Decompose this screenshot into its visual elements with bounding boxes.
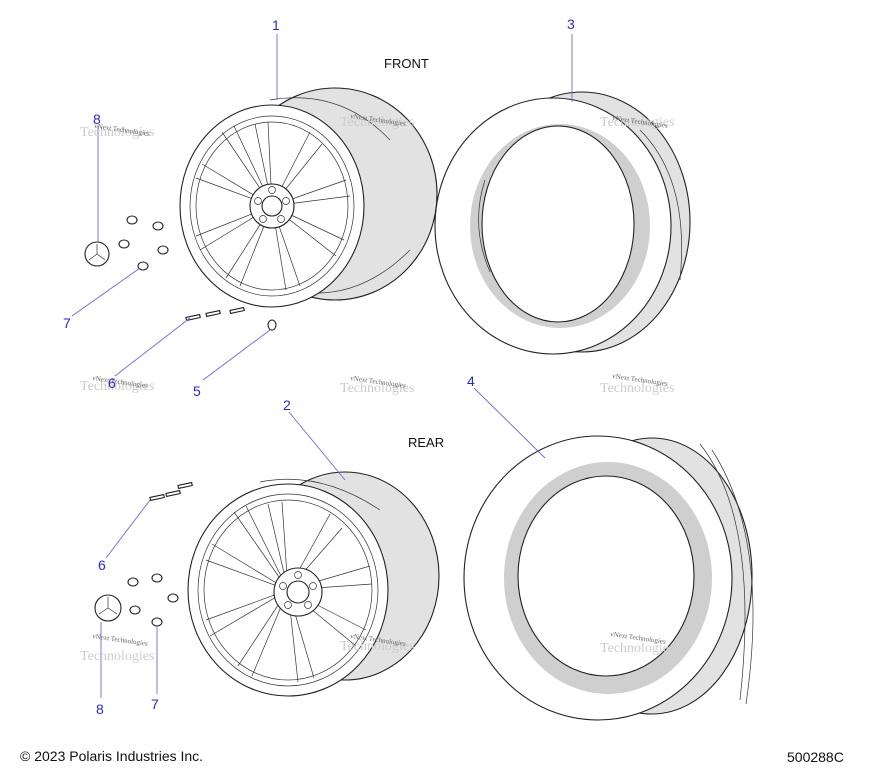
svg-text:Technologies: Technologies — [340, 381, 414, 396]
callout-4[interactable]: 4 — [467, 373, 475, 389]
svg-text:Technologies: Technologies — [340, 639, 414, 654]
front-valve-stem — [267, 319, 277, 331]
svg-text:Technologies: Technologies — [600, 641, 674, 656]
rear-tire — [463, 435, 754, 721]
front-tire — [434, 91, 691, 355]
rear-label: REAR — [408, 435, 444, 450]
callout-2[interactable]: 2 — [283, 397, 291, 413]
rear-balance-weights — [149, 481, 193, 502]
callout-6-rear[interactable]: 6 — [98, 557, 106, 573]
callout-6-front[interactable]: 6 — [108, 375, 116, 391]
callout-7-rear[interactable]: 7 — [151, 696, 159, 712]
front-balance-weights — [185, 306, 245, 322]
svg-text:Technologies: Technologies — [340, 115, 414, 130]
callout-3[interactable]: 3 — [567, 16, 575, 32]
front-center-cap — [84, 241, 110, 267]
callout-7-front[interactable]: 7 — [63, 315, 71, 331]
diagram-id: 500288C — [787, 749, 844, 765]
front-wheel-rim — [179, 87, 438, 308]
copyright-text: © 2023 Polaris Industries Inc. — [20, 748, 203, 764]
rear-wheel-rim — [187, 471, 440, 697]
front-label: FRONT — [384, 56, 429, 71]
callout-8-front[interactable]: 8 — [93, 111, 101, 127]
rear-center-cap — [94, 594, 122, 622]
watermark-text: vNext Technologies — [92, 632, 149, 648]
svg-text:Technologies: Technologies — [600, 115, 674, 130]
front-lug-nuts — [118, 215, 169, 271]
callout-5[interactable]: 5 — [193, 383, 201, 399]
leader-lines — [71, 34, 573, 698]
rear-lug-nuts — [127, 573, 179, 627]
callout-8-rear[interactable]: 8 — [96, 701, 104, 717]
callout-1[interactable]: 1 — [272, 17, 280, 33]
svg-text:Technologies: Technologies — [80, 649, 154, 664]
svg-text:Technologies: Technologies — [80, 379, 154, 394]
svg-text:Technologies: Technologies — [80, 125, 154, 140]
svg-text:Technologies: Technologies — [600, 381, 674, 396]
